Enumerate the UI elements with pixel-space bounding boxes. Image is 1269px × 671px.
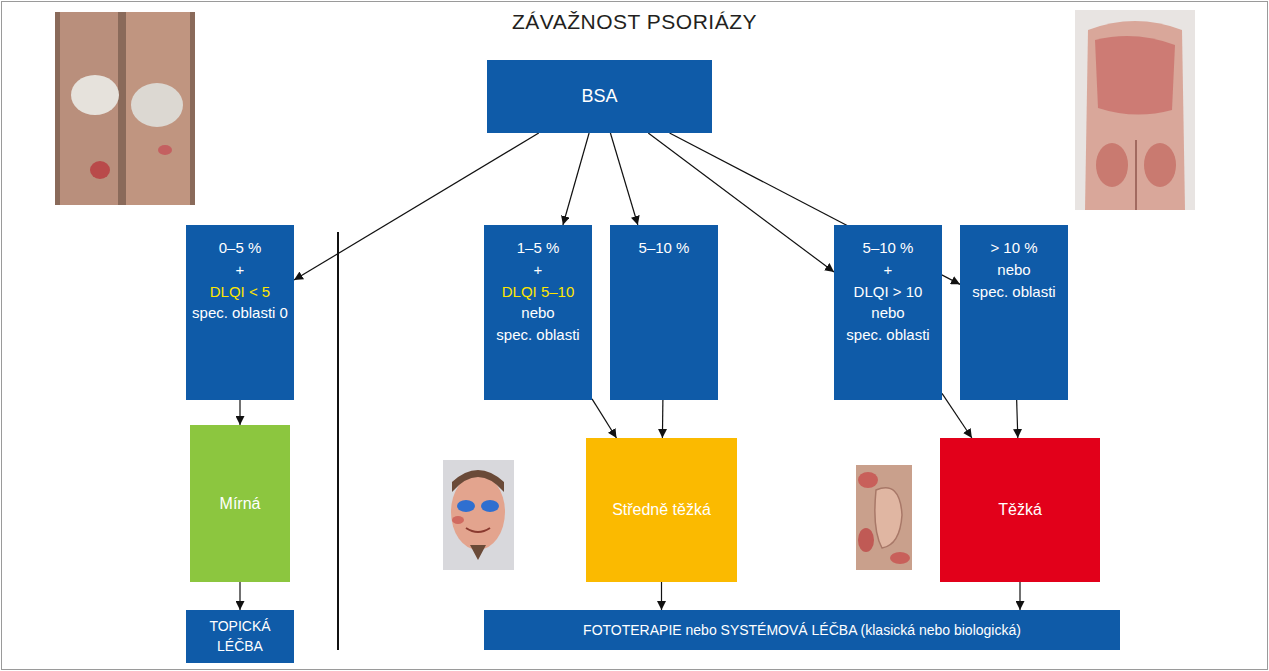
box-text: DLQI < 5 (210, 281, 270, 303)
severity-box: Těžká (940, 438, 1100, 582)
arrow-connector (1019, 582, 1020, 610)
arrow-connector (610, 133, 637, 225)
arrow-connector (942, 393, 972, 438)
box-text: FOTOTERAPIE nebo SYSTÉMOVÁ LÉČBA (klasic… (583, 620, 1021, 640)
box-text: 0–5 % (219, 237, 262, 259)
face-photo (443, 460, 514, 570)
box-text: spec. oblasti 0 (192, 302, 288, 324)
treatment-box: FOTOTERAPIE nebo SYSTÉMOVÁ LÉČBA (klasic… (484, 610, 1120, 650)
divider-line (337, 232, 339, 650)
box-text: Středně těžká (612, 498, 711, 521)
criteria-box: > 10 %nebospec. oblasti (960, 225, 1068, 400)
criteria-box: 5–10 %+DLQI > 10nebospec. oblasti (834, 225, 942, 400)
box-text: + (884, 259, 893, 281)
criteria-box: 5–10 % (610, 225, 718, 400)
arrow-connector (662, 400, 664, 438)
box-text: 5–10 % (863, 237, 914, 259)
box-text: + (236, 259, 245, 281)
severity-box: Středně těžká (586, 438, 737, 582)
box-text: > 10 % (990, 237, 1037, 259)
box-text: + (534, 259, 543, 281)
severity-box: Mírná (190, 425, 290, 582)
knees-photo (55, 12, 195, 205)
box-text: DLQI 5–10 (502, 281, 575, 303)
box-text: Těžká (998, 498, 1042, 521)
criteria-box: 1–5 %+DLQI 5–10nebospec. oblasti (484, 225, 592, 400)
criteria-box: 0–5 %+DLQI < 5spec. oblasti 0 (186, 225, 294, 400)
box-text: Mírná (220, 492, 261, 515)
box-text: nebo (997, 259, 1030, 281)
bsa-box: BSA (487, 60, 712, 133)
box-text: 1–5 % (517, 237, 560, 259)
arrow-connector (661, 582, 662, 610)
arrow-connector (563, 133, 589, 225)
box-text: nebo (521, 302, 554, 324)
arrow-connector (592, 399, 616, 438)
box-text: spec. oblasti (846, 324, 929, 346)
box-text: 5–10 % (639, 237, 690, 259)
back-photo (1075, 10, 1195, 210)
treatment-box: TOPICKÁ LÉČBA (186, 610, 294, 663)
box-text: DLQI > 10 (854, 281, 923, 303)
box-text: nebo (871, 302, 904, 324)
arrow-connector (239, 582, 240, 610)
box-text: TOPICKÁ LÉČBA (192, 616, 288, 657)
ear-photo (856, 465, 912, 570)
box-text: spec. oblasti (972, 281, 1055, 303)
box-text: spec. oblasti (496, 324, 579, 346)
diagram-title: ZÁVAŽNOST PSORIÁZY (0, 10, 1269, 34)
arrow-connector (239, 400, 240, 425)
box-text: BSA (581, 83, 617, 109)
arrow-connector (1017, 400, 1018, 438)
